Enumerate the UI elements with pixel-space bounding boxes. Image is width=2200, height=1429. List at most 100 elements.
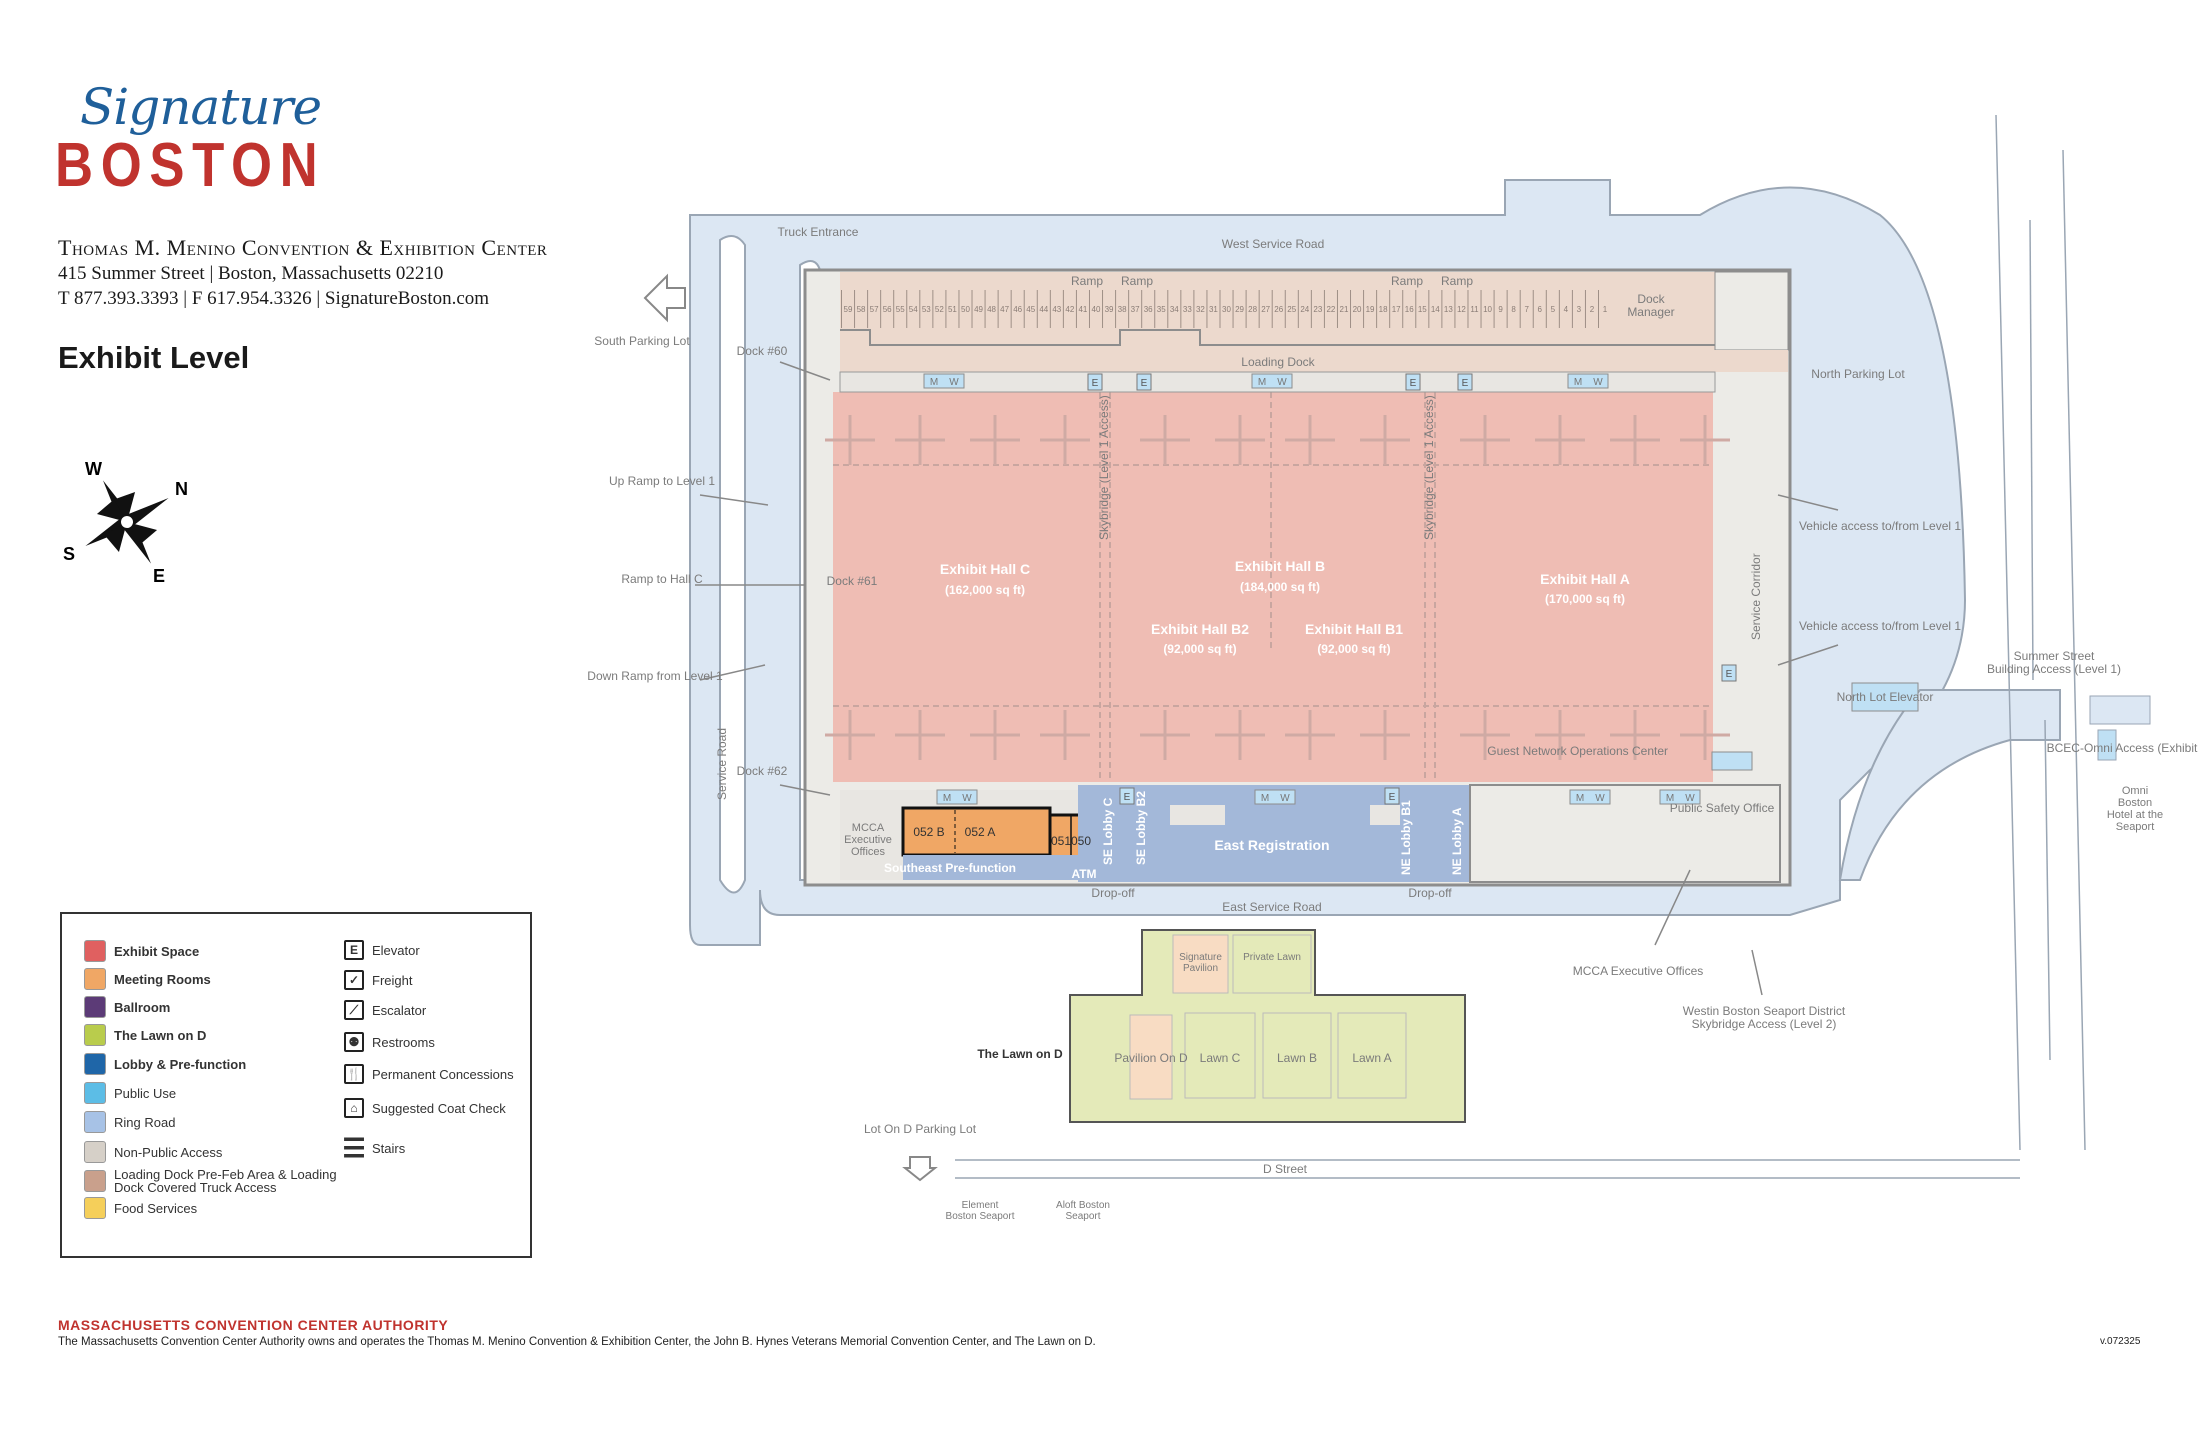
dock-number: 53 [922, 305, 931, 314]
restroom-men: M [1574, 377, 1582, 388]
dock-number: 29 [1235, 305, 1244, 314]
south-parking-arrow-icon [643, 273, 686, 323]
southeast-prefunction [903, 855, 1093, 880]
dock-number: 6 [1538, 305, 1543, 314]
dock-number: 40 [1092, 305, 1101, 314]
dock-60-label: Dock #60 [737, 344, 788, 358]
hall-a-size: (170,000 sq ft) [1545, 592, 1625, 606]
restroom-block [1569, 789, 1611, 805]
legend-swatch [84, 968, 106, 990]
se-prefunction-label: Southeast Pre-function [884, 861, 1016, 875]
exhibit-hall-area [833, 392, 1713, 782]
dock-number: 12 [1457, 305, 1466, 314]
legend-label: Public Use [114, 1085, 177, 1101]
room-052a: 052 A [965, 825, 996, 839]
legend-item: Meeting Rooms [84, 968, 211, 990]
dock-number: 46 [1013, 305, 1022, 314]
dock-number: 32 [1196, 305, 1205, 314]
hall-b1-name: Exhibit Hall B1 [1305, 621, 1403, 637]
dock-number: 15 [1418, 305, 1427, 314]
room-051: 051 [1051, 834, 1071, 848]
logo-script: Signature [80, 78, 322, 136]
legend-item: The Lawn on D [84, 1024, 206, 1046]
north-parking-label: North Parking Lot [1811, 367, 1905, 381]
venue-contact: T 877.393.3393 | F 617.954.3326 | Signat… [58, 288, 490, 309]
dock-number: 14 [1431, 305, 1440, 314]
legend-item: Ring Road [84, 1111, 175, 1133]
loading-dock-lane [840, 350, 1788, 372]
public-safety-area [1469, 784, 1781, 883]
legend-label: The Lawn on D [114, 1027, 207, 1043]
footer-text: The Massachusetts Convention Center Auth… [58, 1336, 1096, 1348]
legend-label: Meeting Rooms [114, 971, 211, 987]
ramp-label: Ramp [1071, 274, 1103, 288]
ramp-label: Ramp [1441, 274, 1473, 288]
elevator-glyph: E [1141, 378, 1148, 389]
elevator-icon [1136, 373, 1152, 391]
dock-number: 48 [987, 305, 996, 314]
legend-swatch [84, 1082, 106, 1104]
elevator-glyph: E [1462, 378, 1469, 389]
legend-item: ⌂Suggested Coat Check [344, 1098, 506, 1118]
legend-item: ✓Freight [344, 970, 412, 990]
compass-n: N [175, 479, 188, 499]
dock-number: 23 [1313, 305, 1322, 314]
access-road [1838, 689, 2061, 881]
escalator-icon: ⟋ [344, 1000, 364, 1020]
dock-number: 18 [1379, 305, 1388, 314]
room-050: 050 [1071, 834, 1091, 848]
dock-number: 59 [844, 305, 853, 314]
coat-check-icon: ⌂ [344, 1098, 364, 1118]
lot-on-d-arrow-icon [902, 1156, 938, 1182]
guest-network-label: Guest Network Operations Center [1487, 744, 1668, 758]
dock-number: 37 [1131, 305, 1140, 314]
dock-number: 44 [1039, 305, 1048, 314]
summer-street-label: Summer Street [2014, 649, 2095, 663]
dock-number: 5 [1551, 305, 1556, 314]
dock-61-label: Dock #61 [827, 574, 878, 588]
median [719, 235, 746, 894]
dock-number: 54 [909, 305, 918, 314]
bcec-omni-label: BCEC-Omni Access (Exhibit Level) [2047, 741, 2200, 755]
south-parking-label: South Parking Lot [594, 334, 690, 348]
legend-swatch [84, 1170, 106, 1192]
se-lobby-b2-label: SE Lobby B2 [1134, 791, 1148, 865]
dock-number: 21 [1340, 305, 1349, 314]
dock-number: 49 [974, 305, 983, 314]
compass-rose-icon: W N S E [63, 459, 188, 586]
public-safety-label: Public Safety Office [1670, 801, 1775, 815]
dock-number: 33 [1183, 305, 1192, 314]
restroom-men: M [1261, 793, 1269, 804]
version-label: v.072325 [2100, 1336, 2141, 1347]
dock-number: 9 [1498, 305, 1503, 314]
legend-label: Loading Dock Pre-Feb Area & Loading Dock… [114, 1167, 337, 1195]
freight-icon: ✓ [344, 970, 364, 990]
restroom-women: W [1593, 377, 1603, 388]
dock-number: 26 [1274, 305, 1283, 314]
element-hotel-label: Element Boston Seaport [945, 1200, 1015, 1222]
dock-number: 25 [1287, 305, 1296, 314]
dock-number: 22 [1326, 305, 1335, 314]
dock-number: 2 [1590, 305, 1595, 314]
private-lawn-label: Private Lawn [1243, 952, 1301, 963]
lawn-c-label: Lawn C [1200, 1051, 1241, 1065]
lawn-c [1184, 1012, 1256, 1099]
omni-hotel-label: Omni Boston Hotel at the Seaport [2106, 785, 2164, 834]
legend-swatch [84, 1024, 106, 1046]
ramp-label: Ramp [1121, 274, 1153, 288]
elevator-icon [1119, 787, 1135, 805]
dock-number: 34 [1170, 305, 1179, 314]
legend-item: ⚉Restrooms [344, 1032, 435, 1052]
legend-swatch [84, 996, 106, 1018]
hall-b2-name: Exhibit Hall B2 [1151, 621, 1249, 637]
restroom-block [1567, 373, 1609, 389]
hall-b2-size: (92,000 sq ft) [1163, 642, 1236, 656]
dock-number: 38 [1118, 305, 1127, 314]
drop-off-label: Drop-off [1091, 886, 1135, 900]
loading-dock-label: Loading Dock [1241, 355, 1315, 369]
elevator-icon [1087, 373, 1103, 391]
dock-number: 45 [1026, 305, 1035, 314]
